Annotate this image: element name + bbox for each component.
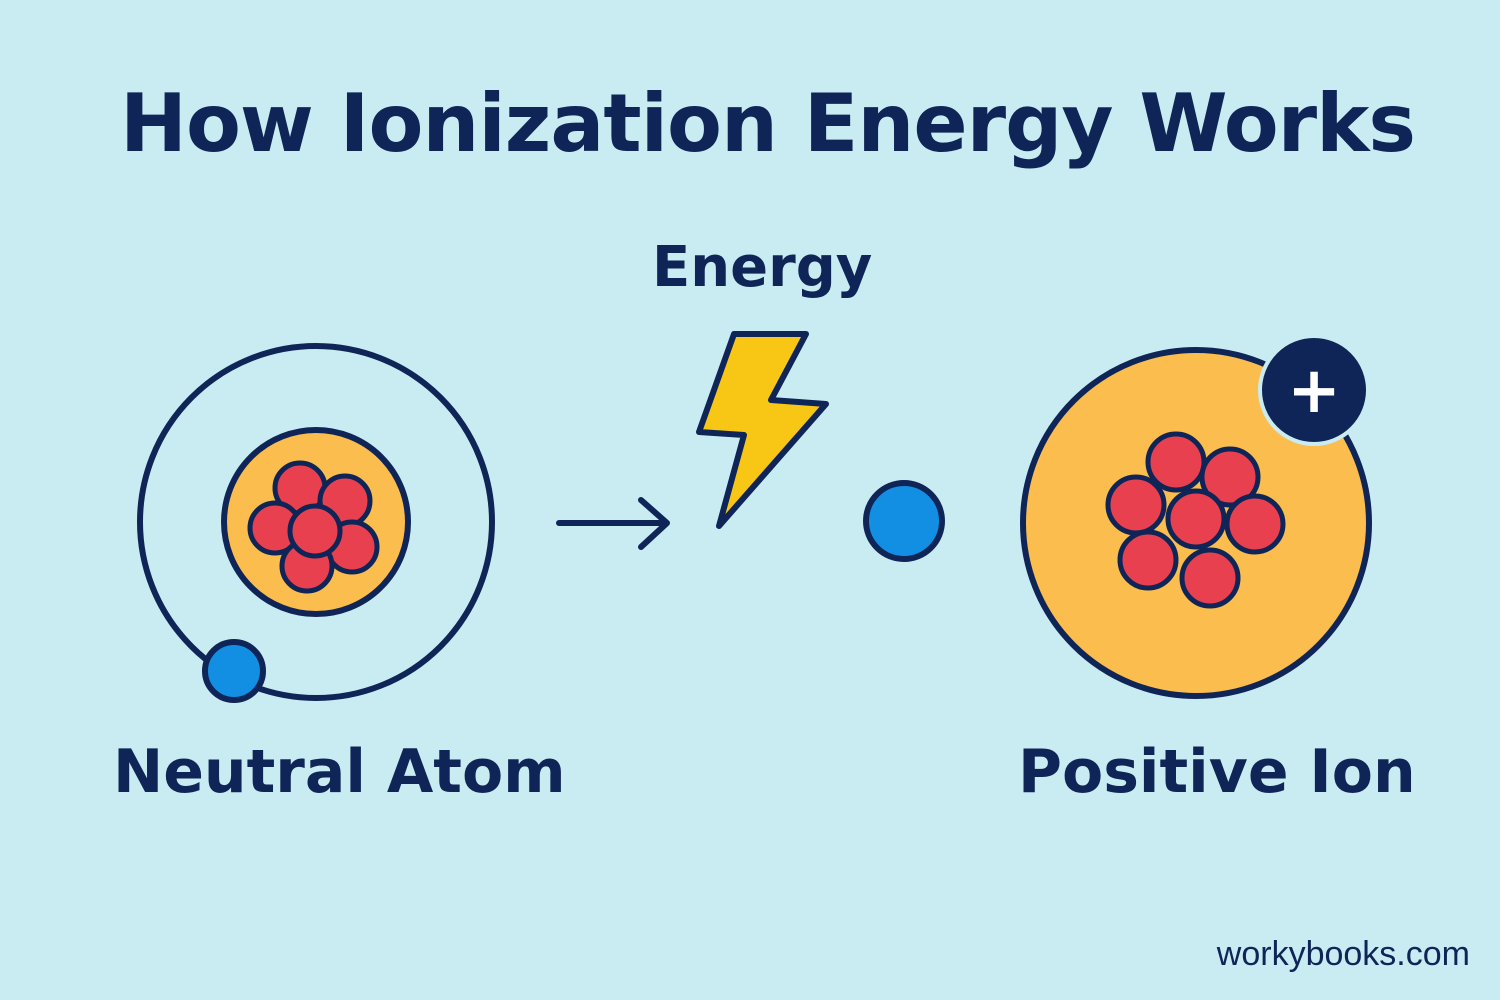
neutral-atom: [137, 343, 495, 703]
proton: [1179, 547, 1241, 609]
neutral-atom-label: Neutral Atom: [113, 737, 566, 807]
proton: [1117, 529, 1179, 591]
electron-icon: [202, 639, 266, 703]
charge-symbol: +: [1287, 354, 1341, 428]
proton: [1199, 446, 1261, 508]
lightning-bolt-icon: [696, 331, 829, 529]
positive-ion-label: Positive Ion: [1018, 737, 1416, 807]
ion-nucleus: [1105, 431, 1286, 609]
electron-orbit: [137, 343, 495, 701]
page-title: How Ionization Energy Works: [120, 77, 1416, 170]
proton: [1224, 493, 1286, 555]
positive-ion: +: [1020, 334, 1372, 699]
proton: [1165, 488, 1227, 550]
energy-label: Energy: [652, 235, 873, 300]
plus-badge-icon: +: [1258, 334, 1370, 446]
proton: [287, 503, 343, 559]
neutral-nucleus: [247, 460, 380, 594]
proton: [1105, 474, 1167, 536]
free-electron-icon: [863, 480, 945, 562]
proton: [1145, 431, 1207, 493]
watermark: workybooks.com: [1216, 935, 1470, 973]
right-arrow-icon: [556, 497, 670, 550]
